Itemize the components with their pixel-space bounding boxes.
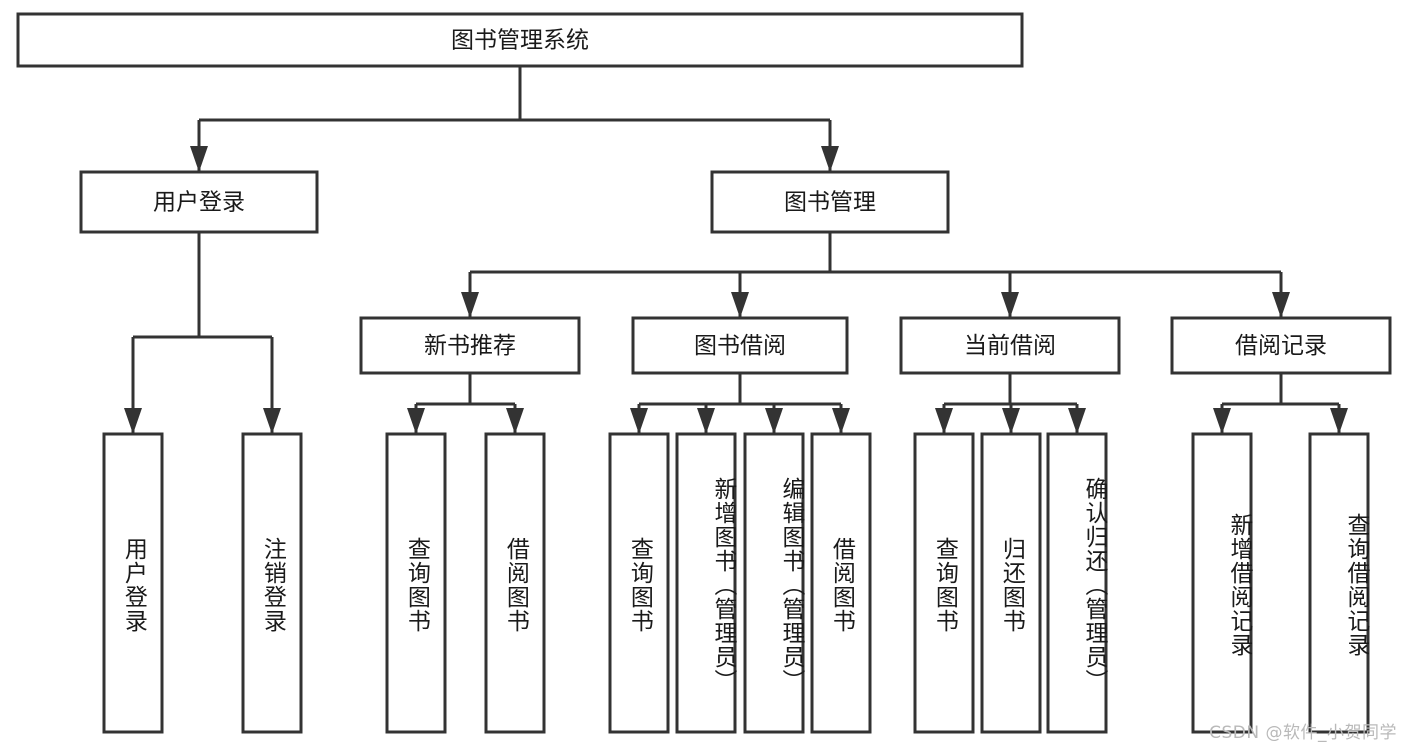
node-leaf-add-record[interactable] <box>1191 432 1253 734</box>
node-leaf-edit-book[interactable] <box>743 432 805 734</box>
node-box-root[interactable] <box>16 12 1024 68</box>
node-box-leaf-query-book-2[interactable] <box>608 432 670 734</box>
node-box-borrow-record[interactable] <box>1170 316 1392 375</box>
arrow-head-leaf-edit-book <box>765 408 783 434</box>
node-box-leaf-user-login[interactable] <box>102 432 164 734</box>
node-box-book-borrow[interactable] <box>631 316 849 375</box>
node-box-leaf-logout[interactable] <box>241 432 303 734</box>
arrow-head-leaf-return-book <box>1002 408 1020 434</box>
node-leaf-confirm-return[interactable] <box>1046 432 1108 734</box>
node-borrow-record[interactable]: 借阅记录 <box>1170 316 1392 375</box>
node-current-borrow[interactable]: 当前借阅 <box>899 316 1121 375</box>
node-leaf-logout[interactable] <box>241 432 303 734</box>
node-leaf-borrow-book-2[interactable] <box>810 432 872 734</box>
csdn-watermark: CSDN @软件_小贺同学 <box>1209 723 1397 743</box>
node-leaf-return-book[interactable] <box>980 432 1042 734</box>
arrow-head-book-borrow <box>731 292 749 318</box>
arrow-head-new-book-rec <box>461 292 479 318</box>
node-leaf-query-book-1[interactable] <box>385 432 447 734</box>
node-leaf-query-book-2[interactable] <box>608 432 670 734</box>
node-label-borrow-record: 借阅记录 <box>1235 333 1327 359</box>
arrow-head-leaf-query-book-1 <box>407 408 425 434</box>
arrow-head-leaf-add-record <box>1213 408 1231 434</box>
node-box-current-borrow[interactable] <box>899 316 1121 375</box>
arrow-head-leaf-borrow-book-1 <box>506 408 524 434</box>
arrow-head-current-borrow <box>1001 292 1019 318</box>
node-box-leaf-query-book-3[interactable] <box>913 432 975 734</box>
edge-layer <box>124 66 1348 434</box>
node-leaf-borrow-book-1[interactable] <box>484 432 546 734</box>
node-box-leaf-add-book[interactable] <box>675 432 737 734</box>
arrow-head-leaf-user-login <box>124 408 142 434</box>
arrow-head-leaf-add-book <box>697 408 715 434</box>
node-leaf-add-book[interactable] <box>675 432 737 734</box>
node-box-leaf-edit-book[interactable] <box>743 432 805 734</box>
node-new-book-rec[interactable]: 新书推荐 <box>359 316 581 375</box>
arrow-head-leaf-query-book-2 <box>630 408 648 434</box>
node-box-leaf-borrow-book-1[interactable] <box>484 432 546 734</box>
node-box-leaf-query-book-1[interactable] <box>385 432 447 734</box>
node-label-user-login: 用户登录 <box>153 190 245 216</box>
arrow-head-leaf-query-book-3 <box>935 408 953 434</box>
arrow-head-leaf-borrow-book-2 <box>832 408 850 434</box>
node-box-leaf-borrow-book-2[interactable] <box>810 432 872 734</box>
arrow-head-book-manage <box>821 146 839 172</box>
node-box-leaf-return-book[interactable] <box>980 432 1042 734</box>
arrow-head-user-login <box>190 146 208 172</box>
arrow-head-leaf-logout <box>263 408 281 434</box>
arrow-head-leaf-confirm-return <box>1068 408 1086 434</box>
node-label-new-book-rec: 新书推荐 <box>424 333 516 359</box>
arrow-head-borrow-record <box>1272 292 1290 318</box>
node-box-book-manage[interactable] <box>710 170 950 234</box>
node-leaf-query-book-3[interactable] <box>913 432 975 734</box>
node-book-manage[interactable]: 图书管理 <box>710 170 950 234</box>
node-root[interactable]: 图书管理系统 <box>16 12 1024 68</box>
node-leaf-user-login[interactable] <box>102 432 164 734</box>
node-book-borrow[interactable]: 图书借阅 <box>631 316 849 375</box>
node-box-leaf-add-record[interactable] <box>1191 432 1253 734</box>
node-label-root: 图书管理系统 <box>451 28 589 54</box>
node-label-book-manage: 图书管理 <box>784 190 876 216</box>
node-leaf-query-record[interactable] <box>1308 432 1370 734</box>
node-user-login[interactable]: 用户登录 <box>79 170 319 234</box>
arrow-head-leaf-query-record <box>1330 408 1348 434</box>
node-box-leaf-query-record[interactable] <box>1308 432 1370 734</box>
node-label-book-borrow: 图书借阅 <box>694 333 786 359</box>
node-box-leaf-confirm-return[interactable] <box>1046 432 1108 734</box>
node-label-current-borrow: 当前借阅 <box>964 333 1056 359</box>
node-box-new-book-rec[interactable] <box>359 316 581 375</box>
node-box-user-login[interactable] <box>79 170 319 234</box>
